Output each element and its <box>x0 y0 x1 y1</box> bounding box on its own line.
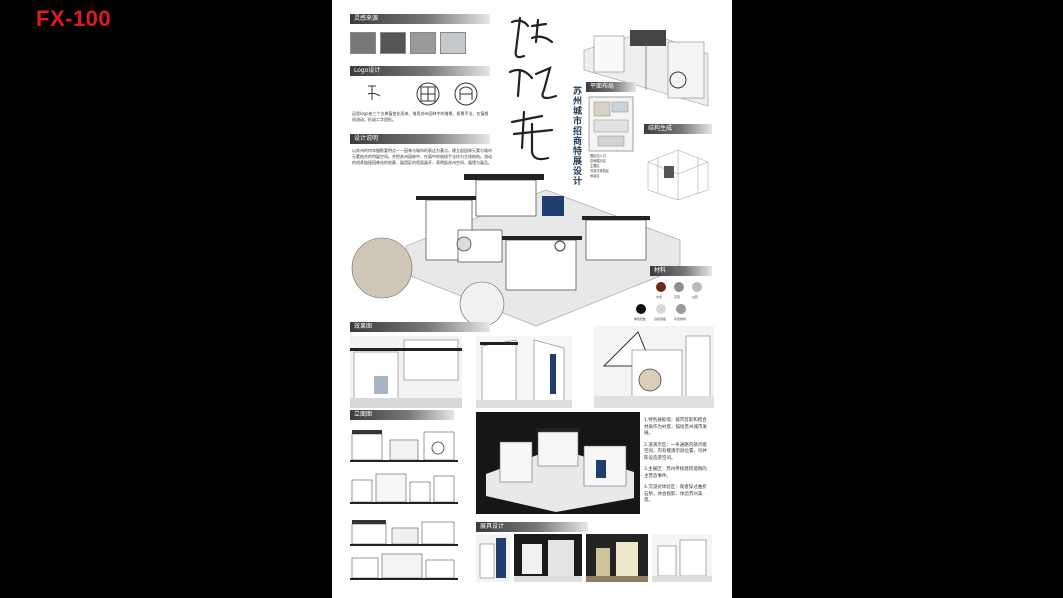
elevation-bar <box>350 410 454 420</box>
design-notes-bar <box>350 134 490 144</box>
furniture-image-4 <box>652 534 712 582</box>
render-effect-1 <box>350 336 462 408</box>
furniture-image-2 <box>514 534 582 582</box>
plan-drawing <box>588 96 634 152</box>
design-notes-text: 以苏州的何年摄影要特点——园林与城市的表达为基点。建立起园林元素与城市元素结合的… <box>352 148 492 165</box>
material-title: 材料 <box>654 267 667 274</box>
plan-legend: 展区出入口 空间展示区 主展区 沉浸式体验区 休息区 <box>590 154 640 179</box>
material-swatch-2 <box>674 282 684 292</box>
material-label-5: 白色铝板 <box>654 317 667 321</box>
material-label-4: 黑色铝板 <box>634 317 647 321</box>
callouts-panel: 1.特色展板墙：城市剪影和结合材质作为衬底，描绘苏州城市发展。 2.道演示区：一… <box>644 418 710 505</box>
structure-drawing <box>647 149 709 201</box>
callout-2: 2.道演示区：一条通路内部点缀空间，内有模演示屏位置，均并陈设造景空间。 <box>644 442 707 461</box>
inspiration-bar <box>350 14 490 24</box>
logo-description: 运思logo由三个古典窗变化而来，借用苏州园林中的借景、框景手法，在窗格间流动，… <box>352 111 489 122</box>
logo-bar <box>350 66 490 76</box>
material-swatch-5 <box>656 304 666 314</box>
design-notes-title: 设计说明 <box>354 135 379 142</box>
vertical-title: 苏州城市招商特展设计 <box>571 86 581 186</box>
inspiration-image-1 <box>350 32 376 54</box>
renders-bar <box>350 322 490 332</box>
plan-legend-item-5: 休息区 <box>590 174 600 178</box>
logo-marks <box>367 82 478 106</box>
callout-4: 4.沉浸式体验区：观者穿过曲折石桥，体会视影、体验苏州美景。 <box>644 485 707 503</box>
furniture-title: 展具设计 <box>480 523 505 530</box>
furniture-image-1 <box>476 534 510 582</box>
logo-window-round <box>416 82 440 106</box>
plan-legend-item-3: 主展区 <box>590 164 600 168</box>
renders-title: 效果图 <box>354 323 373 330</box>
material-bar <box>650 266 712 276</box>
furniture-bar <box>476 522 588 532</box>
furniture-image-3 <box>586 534 648 582</box>
logo-calligraphy-mark <box>367 85 381 100</box>
structure-title: 结构生成 <box>648 125 673 132</box>
plan-legend-item-1: 展区出入口 <box>590 154 606 158</box>
plan-legend-item-4: 沉浸式体验区 <box>590 169 610 173</box>
render-effect-2 <box>476 336 572 408</box>
plan-title: 平面布局 <box>590 83 615 90</box>
render-top-right <box>583 30 709 107</box>
main-isometric-render <box>351 174 681 327</box>
elevation-drawing-1 <box>350 430 458 462</box>
material-swatch-6 <box>676 304 686 314</box>
calligraphy-title <box>508 16 558 161</box>
material-label-6: 灰色玻璃 <box>674 317 687 321</box>
callout-1: 1.特色展板墙：城市剪影和结合材质作为衬底，描绘苏州城市发展。 <box>644 418 707 436</box>
elevation-drawing-2 <box>350 473 458 504</box>
elevation-drawing-4 <box>350 553 458 580</box>
structure-bar <box>644 124 712 134</box>
material-swatch-3 <box>692 282 702 292</box>
callout-3: 3.主展区：苏州传统建筑墙貌的主营造事件。 <box>644 467 707 479</box>
elevation-title: 立面图 <box>354 411 373 418</box>
material-swatch-1 <box>656 282 666 292</box>
inspiration-title: 灵感来源 <box>354 15 379 22</box>
dark-axonometric-render <box>476 412 640 514</box>
material-label-3: 白砖 <box>692 295 699 299</box>
render-effect-3 <box>594 326 714 408</box>
code-label: FX-100 <box>36 6 112 31</box>
poster-board: 灵感来源 Logo设计 运思logo由三个古典窗变化而来，借用苏州园林中的借景、… <box>332 0 732 598</box>
plan-bar <box>586 82 636 92</box>
elevation-drawing-3 <box>350 520 458 546</box>
material-swatch-4 <box>636 304 646 314</box>
logo-window-arch <box>454 82 478 106</box>
material-label-1: 木色 <box>656 295 663 299</box>
logo-title: Logo设计 <box>354 67 381 74</box>
inspiration-image-4 <box>440 32 466 54</box>
inspiration-image-2 <box>380 32 406 54</box>
inspiration-image-3 <box>410 32 436 54</box>
material-label-2: 灰砖 <box>674 295 681 299</box>
plan-legend-item-2: 空间展示区 <box>590 159 606 163</box>
